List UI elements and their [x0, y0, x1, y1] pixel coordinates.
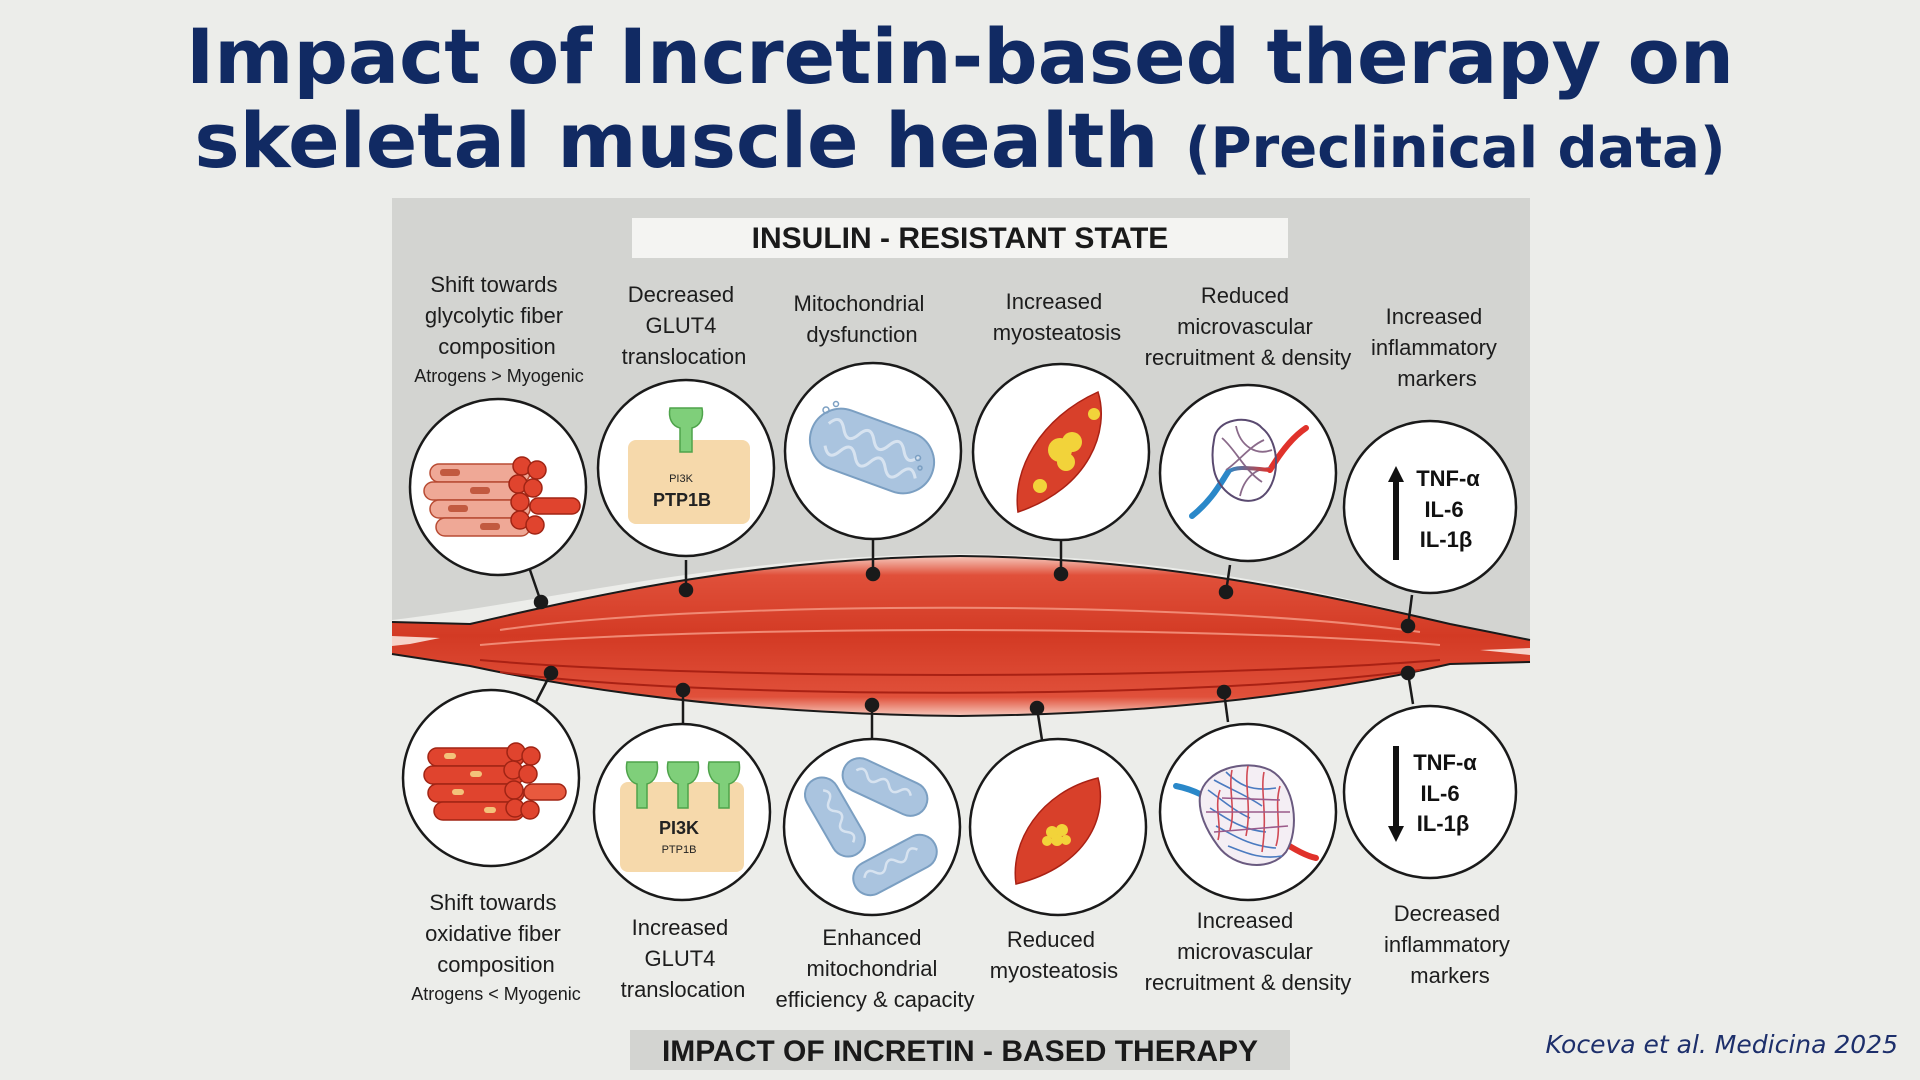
- top-label-3: Mitochondrial dysfunction: [794, 291, 931, 347]
- marker-il1b-down: IL-1β: [1417, 811, 1470, 836]
- title-paren: (Preclinical data): [1184, 116, 1726, 181]
- slide-title-line-2: skeletal muscle health (Preclinical data…: [0, 96, 1920, 194]
- top-banner-bg: [632, 218, 1288, 258]
- marker-tnf-down: TNF-α: [1413, 750, 1477, 775]
- microvascular-reduced-icon: [1158, 383, 1338, 563]
- glycolytic-fiber-icon: [408, 397, 588, 577]
- glut4-box-ptp1b-sub: PTP1B: [662, 844, 697, 856]
- glut4-increased-icon: PI3K PTP1B: [592, 722, 772, 902]
- glut4-box-ptp1b: PTP1B: [653, 490, 711, 510]
- arrow-down-icon: [1388, 746, 1404, 842]
- marker-il6-down: IL-6: [1420, 781, 1459, 806]
- top-connectors: [528, 540, 1416, 634]
- top-labels: Shift towards glycolytic fiber compositi…: [414, 272, 1503, 391]
- citation: Koceva et al. Medicina 2025: [1545, 1030, 1898, 1059]
- marker-il1b-up: IL-1β: [1420, 527, 1473, 552]
- microvascular-increased-icon: [1158, 722, 1338, 902]
- inflammatory-markers-increased-icon: TNF-α IL-6 IL-1β: [1342, 419, 1518, 595]
- slide-title-line-1: Impact of Incretin-based therapy on: [185, 12, 1735, 101]
- mitochondria-enhanced-icon: [782, 737, 962, 917]
- bottom-label-5: Increased microvascular recruitment & de…: [1145, 908, 1352, 995]
- top-label-5: Reduced microvascular recruitment & dens…: [1145, 283, 1352, 370]
- myosteatosis-reduced-icon: [968, 737, 1148, 917]
- bottom-banner-bg: [630, 1030, 1290, 1070]
- muscle-belly: [391, 554, 1531, 718]
- marker-tnf-up: TNF-α: [1416, 466, 1480, 491]
- top-label-2: Decreased GLUT4 translocation: [622, 282, 747, 369]
- top-note-1: Atrogens > Myogenic: [414, 366, 584, 386]
- marker-il6-up: IL-6: [1424, 497, 1463, 522]
- bottom-labels: Shift towards oxidative fiber compositio…: [411, 890, 1516, 1012]
- bottom-label-6: Decreased inflammatory markers: [1384, 901, 1516, 988]
- mitochondria-dysfunction-icon: [783, 361, 963, 541]
- oxidative-fiber-icon: [401, 688, 581, 868]
- title-main: skeletal muscle health: [194, 96, 1159, 185]
- arrow-up-icon: [1388, 466, 1404, 560]
- glut4-box-pi3k-main: PI3K: [659, 818, 699, 838]
- inflammatory-markers-decreased-icon: TNF-α IL-6 IL-1β: [1342, 704, 1518, 880]
- top-label-1: Shift towards glycolytic fiber compositi…: [425, 272, 569, 359]
- top-label-4: Increased myosteatosis: [993, 289, 1121, 345]
- bottom-note-1: Atrogens < Myogenic: [411, 984, 581, 1004]
- bottom-connectors: [534, 665, 1416, 741]
- glut4-decreased-icon: PI3K PTP1B: [596, 378, 776, 558]
- bottom-label-3: Enhanced mitochondrial efficiency & capa…: [776, 925, 975, 1012]
- top-banner-text: INSULIN - RESISTANT STATE: [752, 222, 1169, 255]
- myosteatosis-increased-icon: [971, 362, 1151, 542]
- top-label-6: Increased inflammatory markers: [1371, 304, 1503, 391]
- glut4-box-pi3k: PI3K: [669, 473, 694, 485]
- bottom-label-4: Reduced myosteatosis: [990, 927, 1118, 983]
- bottom-banner-text: IMPACT OF INCRETIN - BASED THERAPY: [662, 1035, 1258, 1068]
- bottom-label-2: Increased GLUT4 translocation: [621, 915, 746, 1002]
- bottom-label-1: Shift towards oxidative fiber compositio…: [425, 890, 567, 977]
